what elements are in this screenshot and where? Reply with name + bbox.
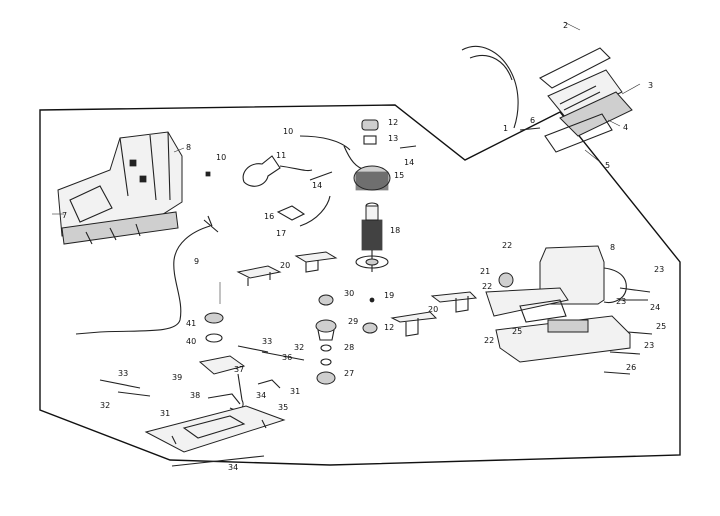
label-9: 9 (194, 257, 199, 266)
label-28: 28 (344, 343, 354, 352)
label-35: 35 (278, 403, 288, 412)
label-2: 2 (563, 21, 568, 30)
label-18: 18 (390, 226, 400, 235)
inset-cord-assembly (461, 21, 641, 163)
label-23-mid: 23 (616, 297, 626, 306)
label-34-mid: 34 (256, 391, 266, 400)
motor-housing-right (485, 245, 653, 375)
motor-housing-left (52, 131, 185, 245)
label-33-left: 33 (118, 369, 128, 378)
power-cord (75, 225, 211, 335)
label-10: 10 (216, 153, 226, 162)
label-23-low: 23 (644, 341, 654, 350)
label-29: 29 (348, 317, 358, 326)
label-4: 4 (623, 123, 628, 132)
brush-and-field-assembly (276, 119, 417, 227)
bearing-stack (315, 294, 378, 385)
label-13: 13 (388, 134, 398, 143)
label-15: 15 (394, 171, 404, 180)
fan-blades (236, 251, 478, 337)
label-22-low: 22 (484, 336, 494, 345)
label-25-right: 25 (656, 322, 666, 331)
label-31-left: 31 (160, 409, 170, 418)
label-32-right: 32 (294, 343, 304, 352)
label-12-lower: 12 (384, 323, 394, 332)
pad-assembly (99, 282, 305, 467)
label-3: 3 (648, 81, 653, 90)
callout-labels: 1 2 3 4 5 6 7 8 8 9 10 10 11 12 12 13 14… (62, 21, 666, 472)
label-6: 6 (530, 116, 535, 125)
label-20-right: 20 (428, 305, 438, 314)
label-32-left: 32 (100, 401, 110, 410)
label-8-left: 8 (186, 143, 191, 152)
label-1: 1 (503, 124, 508, 133)
label-24: 24 (650, 303, 660, 312)
label-34-bottom: 34 (228, 463, 238, 472)
label-10-top: 10 (283, 127, 293, 136)
label-21: 21 (480, 267, 490, 276)
label-22-mid: 22 (482, 282, 492, 291)
label-30: 30 (344, 289, 354, 298)
label-27: 27 (344, 369, 354, 378)
label-19: 19 (384, 291, 394, 300)
armature (355, 202, 389, 272)
label-26: 26 (626, 363, 636, 372)
label-39: 39 (172, 373, 182, 382)
label-17: 17 (276, 229, 286, 238)
label-12-top: 12 (388, 118, 398, 127)
label-14-left: 14 (312, 181, 322, 190)
label-22-top: 22 (502, 241, 512, 250)
label-14-right: 14 (404, 158, 414, 167)
label-25-left: 25 (512, 327, 522, 336)
frame-outline (39, 104, 681, 466)
label-31-right: 31 (290, 387, 300, 396)
label-41: 41 (186, 319, 196, 328)
label-40: 40 (186, 337, 196, 346)
label-11: 11 (276, 151, 286, 160)
label-37: 37 (234, 365, 244, 374)
label-33-right: 33 (262, 337, 272, 346)
label-16: 16 (264, 212, 274, 221)
switch-and-wires (205, 135, 351, 187)
label-8-right: 8 (610, 243, 615, 252)
label-20-left: 20 (280, 261, 290, 270)
label-23-top: 23 (654, 265, 664, 274)
label-5: 5 (605, 161, 610, 170)
label-7: 7 (62, 211, 67, 220)
label-36: 36 (282, 353, 292, 362)
label-38: 38 (190, 391, 200, 400)
